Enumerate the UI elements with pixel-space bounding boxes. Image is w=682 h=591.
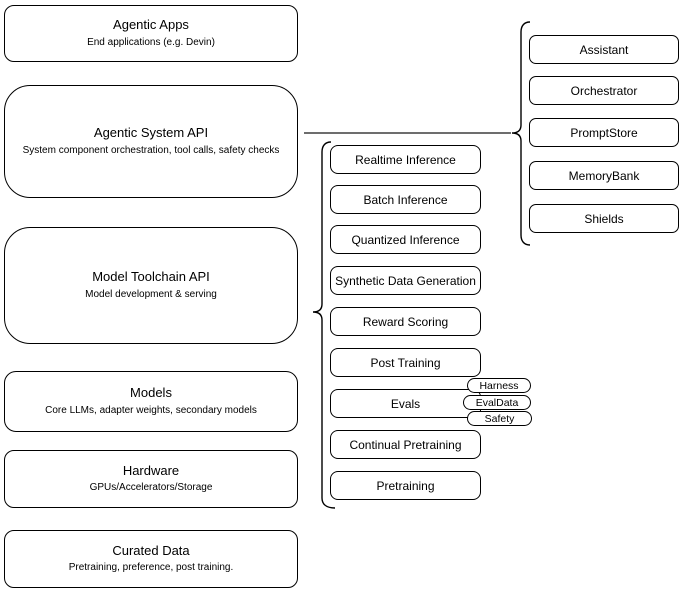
toolchain-item-post-training: Post Training	[330, 348, 481, 377]
node-subtitle: End applications (e.g. Devin)	[87, 36, 215, 48]
node-model-toolchain-api: Model Toolchain API Model development & …	[4, 227, 298, 344]
node-agentic-apps: Agentic Apps End applications (e.g. Devi…	[4, 5, 298, 62]
node-subtitle: Model development & serving	[85, 288, 217, 300]
toolchain-item-pretraining: Pretraining	[330, 471, 481, 500]
toolchain-item-continual-pretraining: Continual Pretraining	[330, 430, 481, 459]
toolchain-item-synthetic-data-generation: Synthetic Data Generation	[330, 266, 481, 295]
node-title: Agentic System API	[93, 125, 209, 141]
node-subtitle: System component orchestration, tool cal…	[22, 144, 280, 156]
evals-tag-harness: Harness	[467, 378, 531, 393]
toolchain-item-quantized-inference: Quantized Inference	[330, 225, 481, 254]
component-shields: Shields	[529, 204, 679, 233]
node-hardware: Hardware GPUs/Accelerators/Storage	[4, 450, 298, 508]
component-memorybank: MemoryBank	[529, 161, 679, 190]
system-components-brace	[511, 21, 531, 246]
toolchain-item-reward-scoring: Reward Scoring	[330, 307, 481, 336]
node-title: Models	[130, 385, 172, 401]
node-title: Curated Data	[112, 542, 190, 558]
evals-tag-evaldata: EvalData	[463, 395, 531, 410]
toolchain-item-batch-inference: Batch Inference	[330, 185, 481, 214]
node-models: Models Core LLMs, adapter weights, secon…	[4, 371, 298, 432]
component-assistant: Assistant	[529, 35, 679, 64]
node-title: Agentic Apps	[113, 17, 189, 33]
node-agentic-system-api: Agentic System API System component orch…	[4, 85, 298, 198]
node-subtitle: GPUs/Accelerators/Storage	[89, 482, 213, 494]
node-curated-data: Curated Data Pretraining, preference, po…	[4, 530, 298, 588]
component-orchestrator: Orchestrator	[529, 76, 679, 105]
node-subtitle: Pretraining, preference, post training.	[68, 562, 234, 574]
toolchain-item-realtime-inference: Realtime Inference	[330, 145, 481, 174]
node-title: Model Toolchain API	[92, 269, 210, 285]
node-title: Hardware	[122, 462, 180, 478]
evals-tag-safety: Safety	[467, 411, 532, 426]
toolchain-item-evals: Evals	[330, 389, 481, 418]
component-promptstore: PromptStore	[529, 118, 679, 147]
node-subtitle: Core LLMs, adapter weights, secondary mo…	[45, 404, 257, 416]
